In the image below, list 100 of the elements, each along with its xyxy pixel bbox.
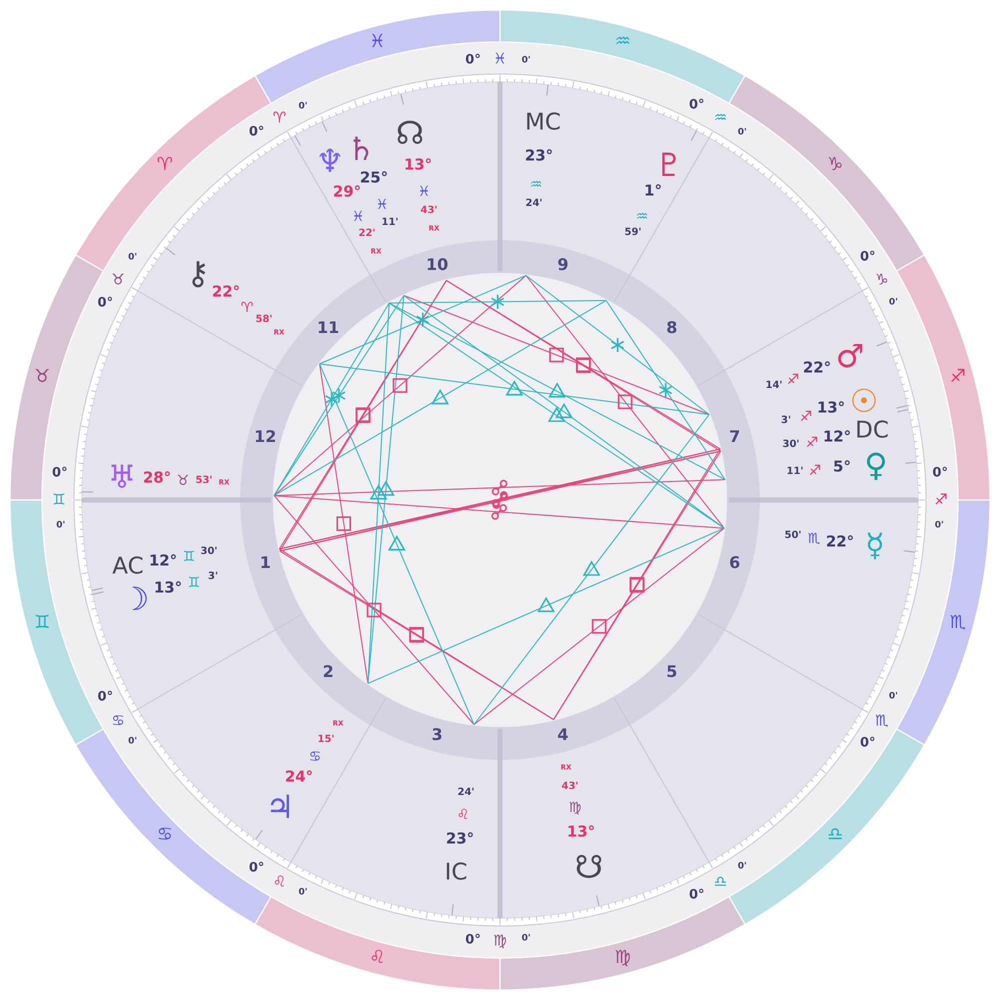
planet-symbol: ♀ xyxy=(864,449,888,481)
planet-symbol: ☋ xyxy=(574,851,604,883)
degree-label: 0° xyxy=(860,736,876,750)
planet-symbol: ☽ xyxy=(120,583,150,615)
minute-label: 3' xyxy=(780,416,792,426)
angle-label: MC xyxy=(525,112,561,134)
sign-band xyxy=(729,75,925,271)
minute-label: 53' xyxy=(196,476,212,486)
planet-symbol: ♃ xyxy=(266,791,294,823)
degree-label: 24° xyxy=(284,770,314,784)
sign-symbol: ♊ xyxy=(188,576,200,590)
sign-symbol: ♌ xyxy=(272,874,286,890)
minute-label: 0' xyxy=(934,522,944,531)
sign-symbol: ♊ xyxy=(34,614,50,632)
minute-label: 0' xyxy=(522,934,531,944)
planet-symbol: ♂ xyxy=(836,340,864,372)
sign-symbol: ♍ xyxy=(568,801,582,815)
degree-label: 0° xyxy=(248,126,264,139)
sign-symbol: ♓ xyxy=(352,210,364,224)
house-number: 8 xyxy=(666,320,678,336)
sign-symbol: ♈ xyxy=(272,110,286,126)
minute-label: 50' xyxy=(784,531,802,541)
minute-label: 30' xyxy=(200,547,218,557)
house-number: 11 xyxy=(317,320,340,336)
minute-label: 43' xyxy=(420,206,438,216)
sign-symbol: ♒ xyxy=(636,210,648,224)
sign-symbol: ♐ xyxy=(950,368,966,386)
sign-band xyxy=(729,729,925,925)
minute-label: 3' xyxy=(208,572,218,582)
degree-label: 12° xyxy=(148,554,178,568)
sign-symbol: ♏ xyxy=(875,713,889,728)
sign-symbol: ♌ xyxy=(369,948,386,967)
degree-label: 22° xyxy=(212,284,240,300)
degree-label: 12° xyxy=(822,430,852,444)
degree-label: 13° xyxy=(566,824,596,840)
minute-label: 0' xyxy=(522,56,531,66)
minute-label: 0' xyxy=(128,253,138,262)
sign-symbol: ♋ xyxy=(111,713,125,728)
sign-symbol: ♉ xyxy=(176,474,190,488)
sign-symbol: ♍ xyxy=(614,948,631,967)
sign-symbol: ♈ xyxy=(156,156,173,174)
sign-symbol: ♎ xyxy=(827,826,844,844)
minute-label: 0' xyxy=(888,692,898,702)
degree-label: 23° xyxy=(524,148,554,164)
degree-label: 0° xyxy=(689,888,705,902)
house-number: 2 xyxy=(322,664,334,680)
degree-label: 22° xyxy=(826,534,854,550)
sign-symbol: ♋ xyxy=(308,750,322,764)
sign-symbol: ♓ xyxy=(493,52,507,66)
sign-symbol: ♍ xyxy=(493,934,507,948)
degree-label: 13° xyxy=(404,158,432,172)
sign-symbol: ♐ xyxy=(806,436,818,450)
sign-symbol: ♒ xyxy=(614,33,631,52)
degree-label: 29° xyxy=(332,184,362,200)
angle-label: IC xyxy=(444,862,468,884)
sign-symbol: ♓ xyxy=(418,185,430,199)
degree-label: 0° xyxy=(98,296,114,310)
house-number: 3 xyxy=(432,726,443,743)
degree-label: 0° xyxy=(52,466,68,480)
sign-symbol: ♐ xyxy=(808,464,822,478)
planet-symbol: ☊ xyxy=(396,117,424,149)
degree-label: 1° xyxy=(644,184,662,198)
sign-symbol: ♏ xyxy=(950,614,966,632)
degree-label: 0° xyxy=(465,53,481,66)
sign-symbol: ♊ xyxy=(182,550,196,564)
minute-label: 22' xyxy=(358,229,376,239)
sign-symbol: ♌ xyxy=(456,808,470,822)
minute-label: 24' xyxy=(458,788,474,798)
house-number: 1 xyxy=(260,554,271,571)
house-number: 9 xyxy=(557,257,568,274)
minute-label: 24' xyxy=(526,199,542,209)
minute-label: 11' xyxy=(786,467,804,477)
sign-symbol: ♒ xyxy=(714,110,728,126)
minute-label: 0' xyxy=(128,738,138,747)
degree-label: 28° xyxy=(142,470,172,486)
minute-label: 15' xyxy=(318,735,334,745)
sign-symbol: ♐ xyxy=(786,373,800,387)
minute-label: 0' xyxy=(298,102,308,112)
degree-label: 0° xyxy=(932,466,948,480)
sign-symbol: ♓ xyxy=(376,198,388,212)
minute-label: 0' xyxy=(738,128,747,138)
degree-label: 0° xyxy=(860,250,876,264)
degree-label: 13° xyxy=(154,580,182,596)
minute-label: 58' xyxy=(256,315,272,325)
sign-symbol: ♑ xyxy=(875,272,889,287)
sign-symbol: ♊ xyxy=(52,492,66,508)
minute-label: 30' xyxy=(782,440,800,450)
minute-label: 14' xyxy=(766,381,782,391)
sign-symbol: ♈ xyxy=(240,301,254,315)
sign-symbol: ♐ xyxy=(934,492,948,508)
minute-label: 0' xyxy=(298,888,308,898)
planet-symbol: ♅ xyxy=(108,461,136,493)
house-number: 6 xyxy=(729,554,740,571)
planet-symbol: ♄ xyxy=(346,133,376,165)
degree-label: 13° xyxy=(816,400,846,416)
sign-symbol: ♓ xyxy=(369,33,386,52)
sign-symbol: ♉ xyxy=(111,272,125,287)
house-number: 12 xyxy=(254,429,276,446)
degree-label: 22° xyxy=(802,360,832,376)
sign-symbol: ♑ xyxy=(827,156,844,174)
